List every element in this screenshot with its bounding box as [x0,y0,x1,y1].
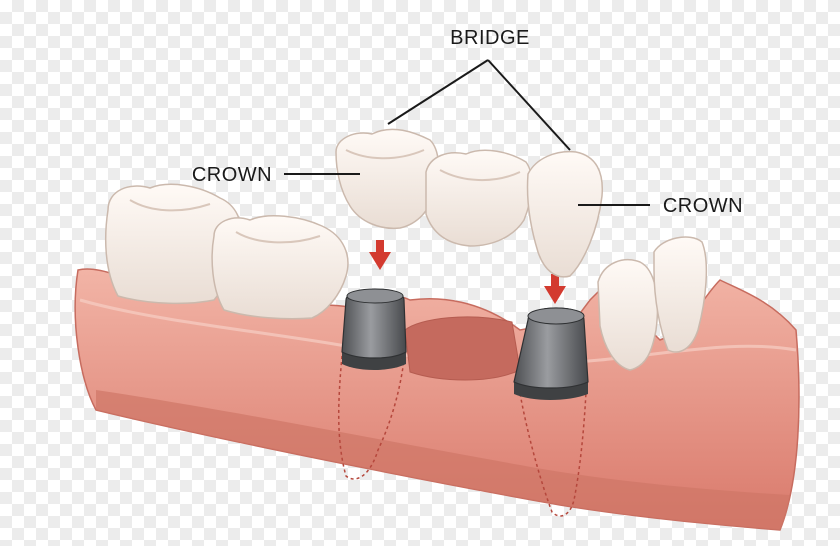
bridge-label: BRIDGE [450,27,530,49]
incisor-tooth-1 [597,259,659,371]
arrow-down-icon [369,240,391,270]
abutment-right [513,307,589,400]
molar-tooth-front [211,215,349,320]
bridge-prosthesis [335,128,604,278]
gum-gap [404,316,521,381]
implant-root-outlines [338,355,587,517]
crown-right-label: CROWN [663,195,743,217]
arrow-down-icon [544,274,566,304]
incisor-tooth-2 [653,236,708,353]
abutment-left [341,288,407,370]
leader-lines [284,59,650,206]
crown-left-label: CROWN [192,164,272,186]
